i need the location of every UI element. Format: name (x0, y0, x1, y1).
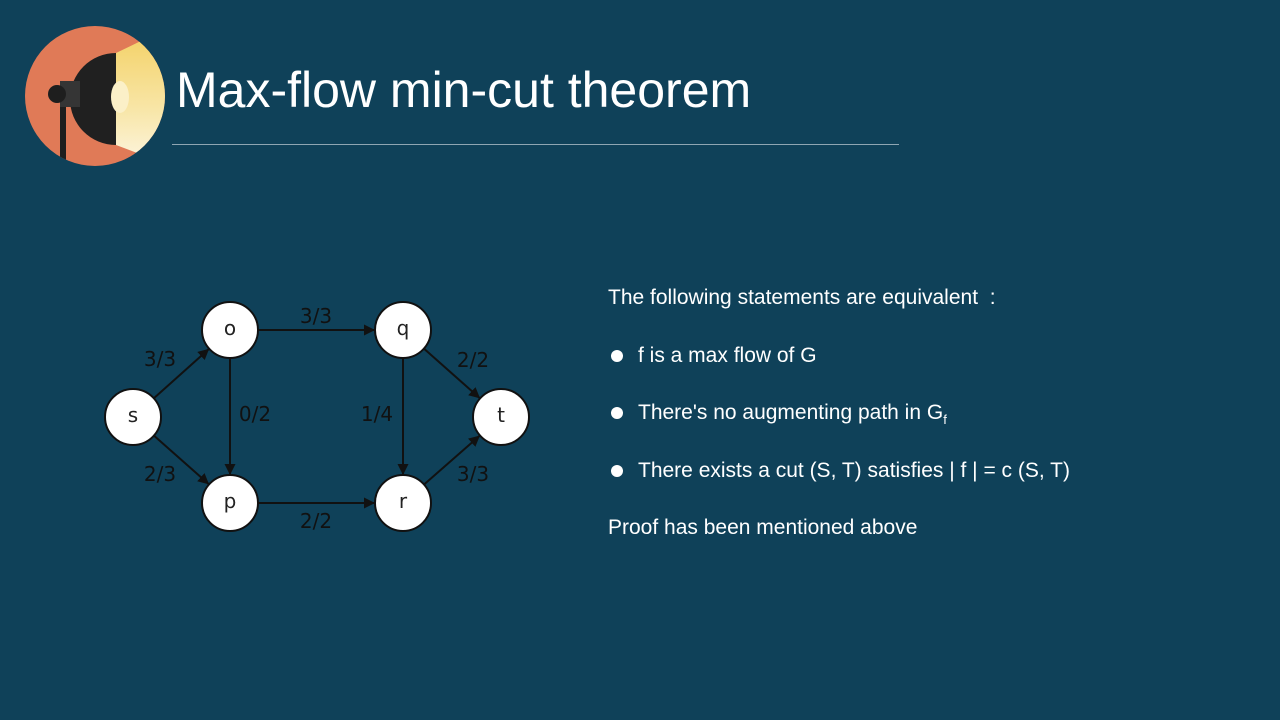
statement-item: There exists a cut (S, T) satisfies | f … (608, 457, 1248, 485)
bullet-dot-icon (611, 349, 623, 362)
slide-title: Max-flow min-cut theorem (176, 62, 752, 118)
node-circle-q (374, 301, 432, 359)
node-label-p: p (224, 489, 237, 513)
bullet-dot-icon (611, 464, 623, 477)
node-layer: s o p q r t (104, 301, 530, 532)
statement-subscript: f (943, 412, 947, 427)
edge-arrow-r-t (423, 434, 481, 486)
statement-item: f is a max flow of G (608, 342, 1248, 370)
node-circle-t (472, 388, 530, 446)
node-label-s: s (128, 403, 138, 427)
flow-network-diagram: 3/3 2/3 3/3 0/2 1/4 2/2 2/2 3/3 s o p q r t (104, 301, 530, 533)
node-circle-o (201, 301, 259, 359)
edge-arrow-q-t (423, 347, 481, 400)
statement-text: There's no augmenting path in G (638, 401, 944, 424)
edge-arrow-s-o (153, 347, 210, 400)
edge-label-p-r: 2/2 (300, 509, 332, 533)
title-divider (172, 144, 899, 145)
node-circle-r (374, 474, 432, 532)
edge-lines (153, 324, 481, 509)
node-label-r: r (399, 489, 408, 513)
edge-label-r-t: 3/3 (457, 462, 489, 486)
edge-labels: 3/3 2/3 3/3 0/2 1/4 2/2 2/2 3/3 (144, 304, 489, 533)
statement-text: f is a max flow of G (638, 343, 817, 367)
edge-label-o-q: 3/3 (300, 304, 332, 328)
node-circle-s (104, 388, 162, 446)
statement-text: There exists a cut (S, T) satisfies | f … (638, 458, 1070, 482)
spotlight-logo-icon (25, 26, 165, 166)
edge-label-o-p: 0/2 (239, 402, 271, 426)
edge-label-s-o: 3/3 (144, 347, 176, 371)
bullet-dot-icon (611, 407, 623, 419)
node-label-t: t (497, 403, 505, 427)
intro-text: The following statements are equivalent … (608, 286, 996, 309)
node-label-o: o (224, 316, 236, 340)
edge-arrow-s-p (153, 434, 210, 486)
edge-label-s-p: 2/3 (144, 462, 176, 486)
statement-list: f is a max flow of G There's no augmentin… (608, 342, 1248, 485)
theorem-statements: The following statements are equivalent … (608, 284, 1248, 572)
edge-label-q-t: 2/2 (457, 348, 489, 372)
node-label-q: q (397, 316, 410, 340)
statement-item: There's no augmenting path in Gf (608, 399, 1248, 427)
node-circle-p (201, 474, 259, 532)
closing-text: Proof has been mentioned above (608, 516, 918, 539)
edge-label-q-r: 1/4 (361, 402, 393, 426)
